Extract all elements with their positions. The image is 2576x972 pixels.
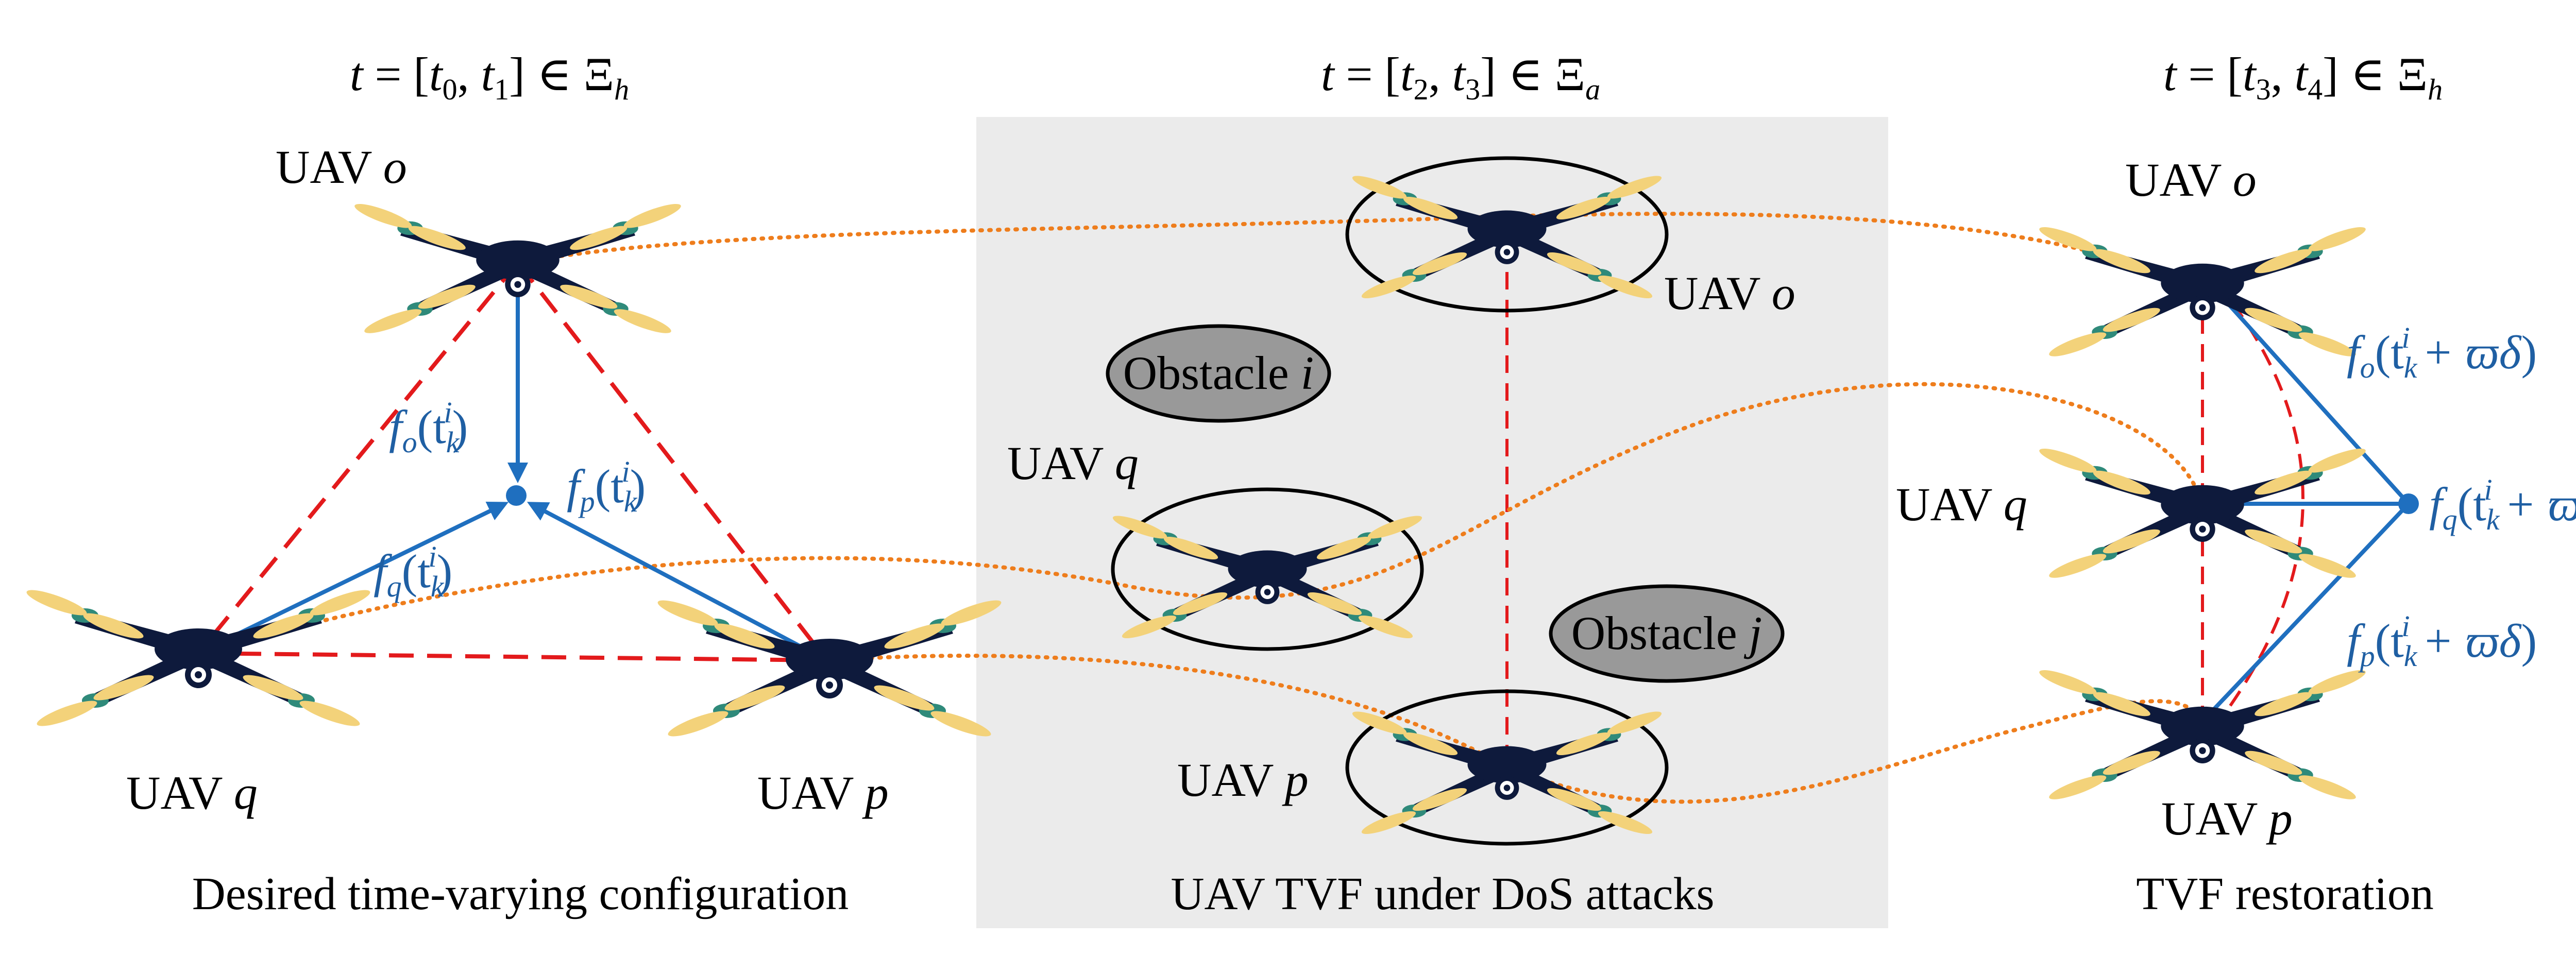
left-formation-vectors (197, 268, 828, 662)
obstacle-i: Obstacle i (1106, 324, 1331, 423)
time-interval-right: t = [t3, t4] ∈ Ξh (2163, 48, 2443, 106)
label-uav-p-middle: UAV p (1177, 754, 1309, 806)
label-f-o-left: fo(tki) (389, 396, 468, 459)
caption-right: TVF restoration (2136, 868, 2433, 919)
obstacle-j: Obstacle j (1549, 584, 1785, 683)
label-uav-o-middle: UAV o (1664, 267, 1795, 319)
uav-o-right-drone (2037, 223, 2368, 361)
label-uav-p-left: UAV p (757, 766, 889, 819)
label-f-q-right: fq(tki + ϖδ) (2429, 473, 2576, 536)
svg-text:Obstacle j: Obstacle j (1571, 607, 1762, 659)
label-uav-q-left: UAV q (126, 766, 258, 819)
caption-left: Desired time-varying configuration (192, 868, 849, 919)
uav-trajectories (196, 212, 2205, 804)
label-f-o-right: fo(tki + ϖδ) (2347, 321, 2537, 384)
label-uav-p-right: UAV p (2161, 792, 2293, 845)
label-uav-o-left: UAV o (276, 141, 407, 193)
label-uav-q-right: UAV q (1896, 478, 2027, 531)
uav-p-left-drone (655, 595, 1004, 741)
uav-p-safety-zone (1345, 689, 1669, 846)
label-f-p-left: fp(tki) (567, 455, 646, 518)
label-uav-q-middle: UAV q (1007, 437, 1139, 489)
right-formation-vectors (2204, 277, 2419, 720)
formation-center-point (506, 485, 527, 506)
caption-middle: UAV TVF under DoS attacks (1171, 868, 1715, 919)
trajectory-uav-o (516, 212, 2205, 291)
uav-q-left-drone (24, 585, 372, 731)
trajectory-uav-p (825, 654, 2205, 804)
restored-formation (2201, 280, 2304, 727)
uav-q-safety-zone (1111, 487, 1424, 651)
label-uav-o-right: UAV o (2125, 154, 2257, 206)
restored-center-point (2398, 493, 2419, 514)
desired-formation-triangle (196, 261, 829, 662)
time-interval-middle: t = [t2, t3] ∈ Ξa (1321, 48, 1600, 106)
label-f-q-left: fq(tki) (374, 540, 452, 603)
time-interval-left: t = [t0, t1] ∈ Ξh (350, 48, 629, 106)
uav-o-safety-zone (1345, 156, 1669, 313)
svg-text:Obstacle i: Obstacle i (1123, 347, 1314, 399)
label-f-p-right: fp(tki + ϖδ) (2347, 609, 2537, 673)
trajectory-uav-q (196, 382, 2205, 655)
